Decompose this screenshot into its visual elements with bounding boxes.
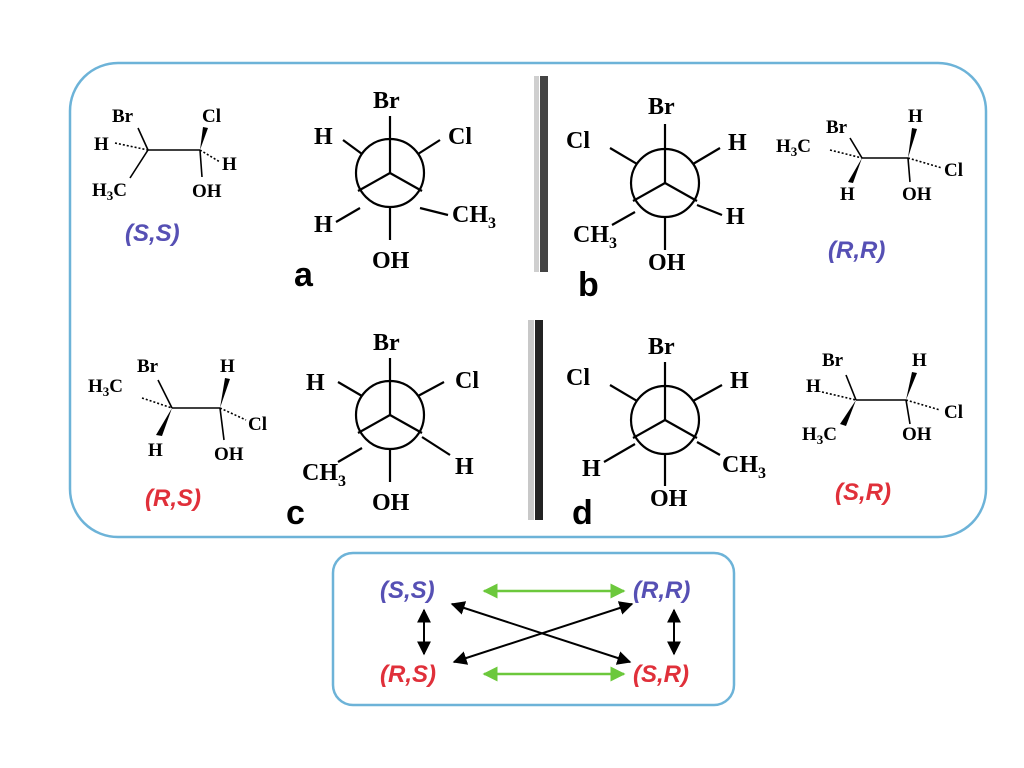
newman-d: Br Cl H H CH3 OH — [566, 334, 766, 512]
newman-b-ch3: CH3 — [573, 222, 617, 252]
ss-h-right: H — [222, 154, 237, 175]
rs-h-top: H — [220, 356, 235, 377]
rs-h-left: H — [148, 440, 163, 461]
newman-d-br: Br — [648, 334, 675, 360]
rr-h-top: H — [908, 106, 923, 127]
newman-b-cl: Cl — [566, 128, 590, 154]
label-d: d — [572, 494, 593, 532]
ss-h3c: H3C — [92, 180, 127, 203]
arrow-rr-rs — [452, 601, 634, 665]
rr-h-left: H — [840, 184, 855, 205]
config-rr: (R,R) — [828, 237, 885, 264]
newman-b-br: Br — [648, 94, 675, 120]
rr-oh: OH — [902, 184, 932, 205]
rel-ss: (S,S) — [380, 577, 435, 604]
config-rs: (R,S) — [145, 485, 201, 512]
newman-d-h-top: H — [730, 368, 749, 394]
sawhorse-ss: Br H H3C Cl H OH — [92, 106, 237, 203]
newman-b-h-bottom: H — [726, 204, 745, 230]
sawhorse-sr: Br H H3C H Cl OH — [802, 350, 963, 447]
ss-br: Br — [112, 106, 134, 127]
newman-c-h-top: H — [306, 370, 325, 396]
mirror-line-top — [540, 76, 548, 272]
main-panel-frame — [68, 61, 988, 539]
rr-h3c: H3C — [776, 136, 811, 159]
rs-oh: OH — [214, 444, 244, 465]
newman-b-oh: OH — [648, 250, 686, 276]
ss-h-left: H — [94, 134, 109, 155]
sr-h-left: H — [806, 376, 821, 397]
newman-c-cl: Cl — [455, 368, 479, 394]
newman-a-br: Br — [373, 88, 400, 114]
newman-d-h-bottom: H — [582, 456, 601, 482]
rr-br: Br — [826, 117, 848, 138]
newman-a-h-bottom: H — [314, 212, 333, 238]
rel-sr: (S,R) — [633, 661, 689, 688]
newman-c: Br H Cl CH3 H OH — [302, 330, 479, 516]
newman-c-ch3: CH3 — [302, 460, 346, 490]
mirror-line-top-shadow — [534, 76, 539, 272]
relationship-panel-frame — [331, 551, 736, 707]
rel-rs: (R,S) — [380, 661, 436, 688]
ss-oh: OH — [192, 181, 222, 202]
newman-c-h-bottom: H — [455, 454, 474, 480]
sr-br: Br — [822, 350, 844, 371]
newman-a-cl: Cl — [448, 124, 472, 150]
newman-d-cl: Cl — [566, 365, 590, 391]
rel-rr: (R,R) — [633, 577, 690, 604]
sr-h3c: H3C — [802, 424, 837, 447]
label-b: b — [578, 266, 599, 304]
mirror-line-bottom-shadow — [528, 320, 534, 520]
sawhorse-rs: Br H3C H H Cl OH — [88, 356, 267, 465]
newman-d-ch3: CH3 — [722, 452, 766, 482]
sr-h-top: H — [912, 350, 927, 371]
newman-a: Br Cl H H CH3 OH — [314, 88, 496, 274]
config-sr: (S,R) — [835, 479, 891, 506]
config-ss: (S,S) — [125, 220, 180, 247]
sr-cl: Cl — [944, 402, 963, 423]
newman-d-oh: OH — [650, 486, 688, 512]
label-c: c — [286, 494, 305, 532]
rs-br: Br — [137, 356, 159, 377]
newman-b: Br Cl H CH3 H OH — [566, 94, 747, 276]
newman-a-h-top: H — [314, 124, 333, 150]
newman-b-h-top: H — [728, 130, 747, 156]
newman-c-oh: OH — [372, 490, 410, 516]
rs-cl: Cl — [248, 414, 267, 435]
rs-h3c: H3C — [88, 376, 123, 399]
mirror-line-bottom — [535, 320, 543, 520]
label-a: a — [294, 256, 314, 294]
rr-cl: Cl — [944, 160, 963, 181]
newman-c-br: Br — [373, 330, 400, 356]
newman-a-ch3: CH3 — [452, 202, 496, 232]
ss-cl: Cl — [202, 106, 221, 127]
newman-a-oh: OH — [372, 248, 410, 274]
sawhorse-rr: Br H3C H H Cl OH — [776, 106, 963, 205]
sr-oh: OH — [902, 424, 932, 445]
